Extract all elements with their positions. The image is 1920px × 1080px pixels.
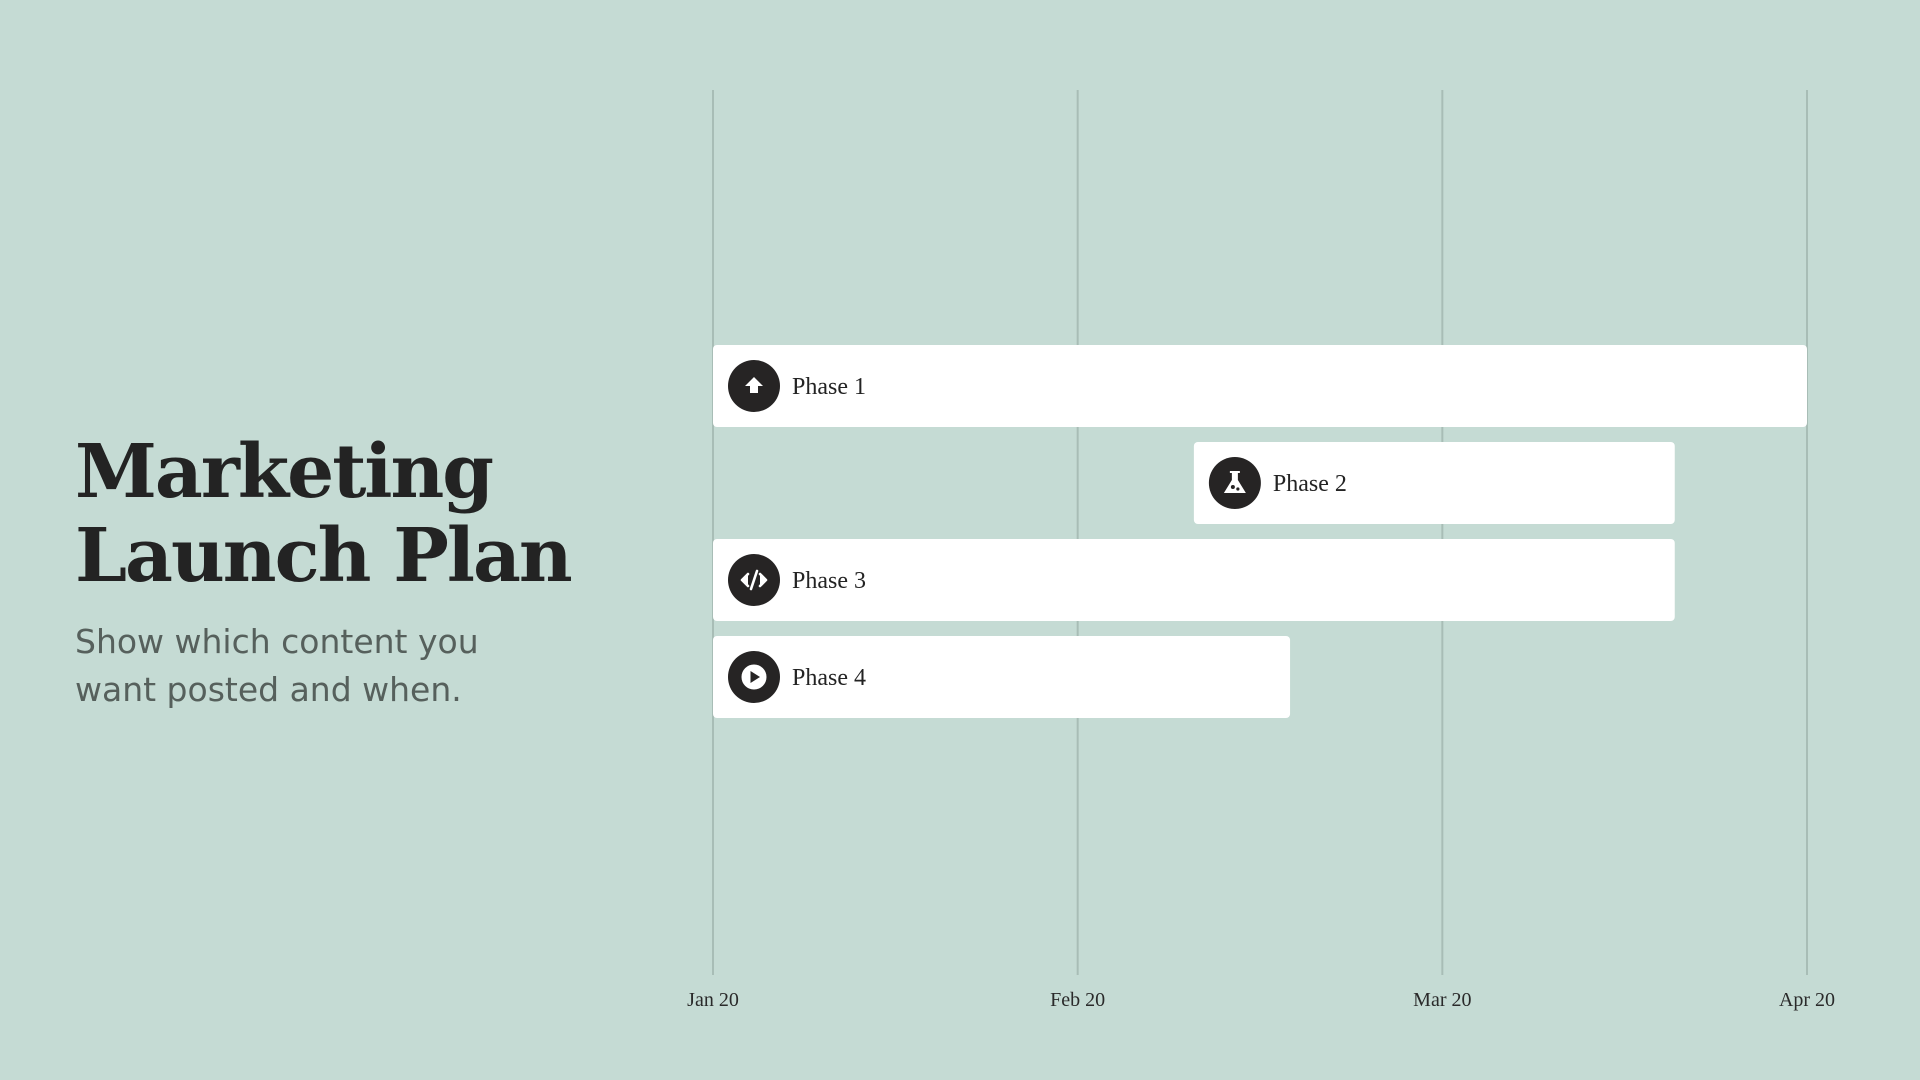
x-tick-label: Feb 20 (1050, 989, 1105, 1011)
bar-label: Phase 4 (792, 665, 866, 691)
play-icon (728, 651, 780, 703)
code-glyph (740, 569, 768, 591)
x-tick-label: Mar 20 (1413, 989, 1471, 1011)
gantt-bar-4[interactable]: Phase 4 (713, 636, 1291, 718)
flask-bubble (1230, 485, 1235, 489)
upload-icon (728, 360, 780, 412)
gantt-bar-1[interactable]: Phase 1 (713, 345, 1807, 427)
flask-glyph (1223, 471, 1246, 493)
gantt-bar-2[interactable]: Phase 2 (1193, 442, 1675, 524)
gantt-bar-3[interactable]: Phase 3 (713, 539, 1675, 621)
title-block: Marketing Launch Plan Show which content… (75, 430, 635, 714)
flask-icon (1208, 457, 1261, 509)
bar-rect (713, 636, 1291, 718)
x-tick-label: Apr 20 (1779, 989, 1835, 1011)
title-line-1: Marketing (75, 429, 494, 515)
bar-label: Phase 1 (792, 374, 866, 400)
x-tick-label: Jan 20 (687, 989, 739, 1011)
play-triangle (750, 671, 760, 683)
bar-label: Phase 3 (792, 568, 866, 594)
upload-glyph (745, 377, 763, 393)
code-icon (728, 554, 780, 606)
flask-bubble (1236, 487, 1240, 491)
bar-rect (1193, 442, 1675, 524)
page-title: Marketing Launch Plan (75, 430, 635, 598)
bar-rect (713, 345, 1807, 427)
bar-rect (713, 539, 1675, 621)
page-subtitle: Show which content you want posted and w… (75, 622, 479, 709)
bar-label: Phase 2 (1273, 471, 1347, 497)
title-line-2: Launch Plan (75, 513, 573, 599)
